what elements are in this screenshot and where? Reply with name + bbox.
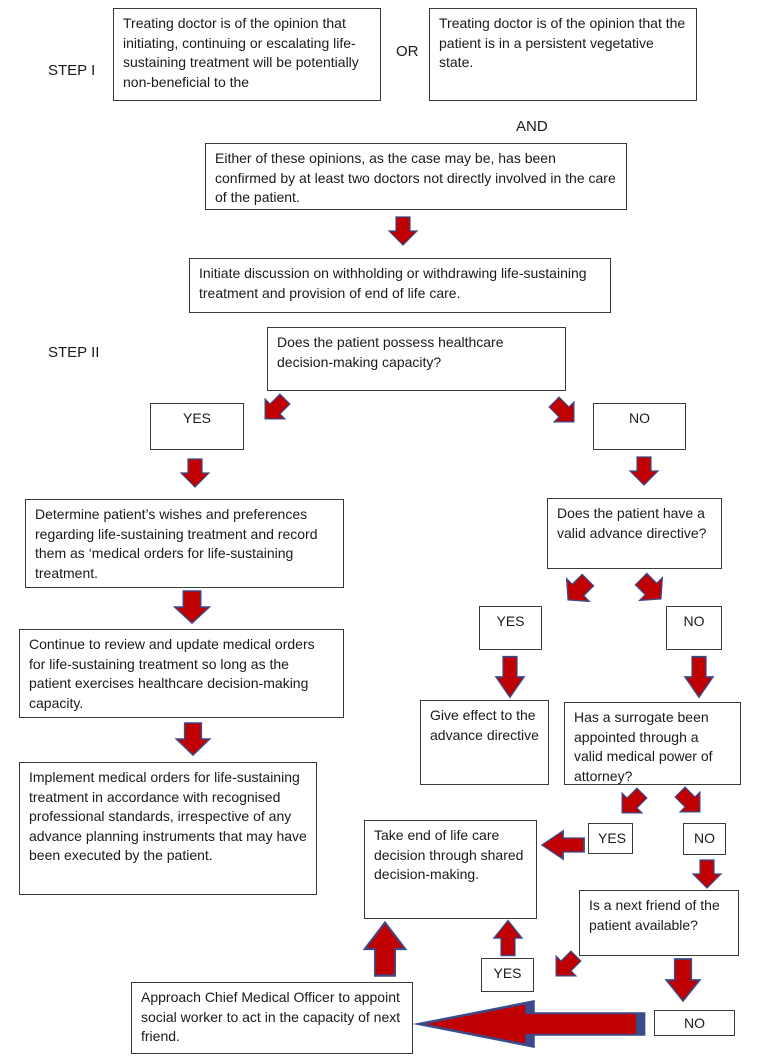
box-implement-orders: Implement medical orders for life-sustai… (19, 762, 317, 895)
arrow-no-to-cmo (419, 1002, 640, 1045)
arrow-directive-to-yes (556, 568, 600, 612)
arrow-cmo-up-to-shared (363, 921, 407, 977)
box-directive-yes: YES (479, 606, 542, 650)
box-surrogate-no: NO (683, 823, 726, 855)
box-next-friend-question: Is a next friend of the patient availabl… (579, 890, 739, 956)
step-2-label: STEP II (48, 344, 100, 361)
box-surrogate-yes: YES (588, 823, 633, 854)
arrow-no-to-surrogate (684, 655, 714, 699)
box-shared-decision: Take end of life care decision through s… (364, 820, 537, 919)
box-capacity-yes: YES (150, 403, 244, 450)
arrow-confirmed-to-initiate (388, 216, 418, 246)
arrow-determine-to-review (173, 590, 211, 624)
box-determine-wishes: Determine patient’s wishes and preferenc… (25, 499, 344, 588)
arrow-yes-to-shared (541, 830, 585, 860)
box-capacity-no: NO (593, 403, 686, 450)
box-confirmed-by-two-doctors: Either of these opinions, as the case ma… (205, 143, 627, 210)
step-1-label: STEP I (48, 62, 96, 79)
arrow-review-to-implement (175, 722, 211, 756)
box-give-effect-directive: Give effect to the advance directive (420, 700, 549, 785)
arrow-yes-up-to-shared (493, 919, 523, 957)
arrow-surrogate-to-no (669, 781, 711, 823)
arrow-yes-to-determine (180, 458, 210, 488)
and-label: AND (516, 118, 548, 135)
arrow-friend-to-no (665, 958, 701, 1002)
box-capacity-question: Does the patient possess healthcare deci… (267, 327, 566, 391)
arrow-no-to-friend (692, 859, 722, 889)
box-surrogate-question: Has a surrogate been appointed through a… (564, 702, 741, 785)
box-advance-directive-question: Does the patient have a valid advance di… (547, 498, 722, 569)
arrow-no-to-directive (629, 456, 659, 486)
box-initiate-discussion: Initiate discussion on withholding or wi… (189, 258, 611, 313)
arrow-directive-to-no (629, 567, 673, 611)
box-friend-yes: YES (481, 958, 534, 992)
box-review-orders: Continue to review and update medical or… (19, 629, 344, 718)
box-friend-no: NO (654, 1010, 735, 1036)
or-label: OR (396, 43, 419, 60)
box-persistent-vegetative-state: Treating doctor is of the opinion that t… (429, 8, 697, 101)
box-non-beneficial-opinion: Treating doctor is of the opinion that i… (113, 8, 381, 101)
arrow-surrogate-to-yes (611, 782, 653, 824)
arrow-capacity-to-yes (254, 388, 296, 430)
arrow-yes-to-give-effect (495, 655, 525, 699)
arrow-capacity-to-no (543, 391, 585, 433)
box-approach-cmo: Approach Chief Medical Officer to appoin… (131, 982, 413, 1054)
box-directive-no: NO (666, 606, 722, 650)
